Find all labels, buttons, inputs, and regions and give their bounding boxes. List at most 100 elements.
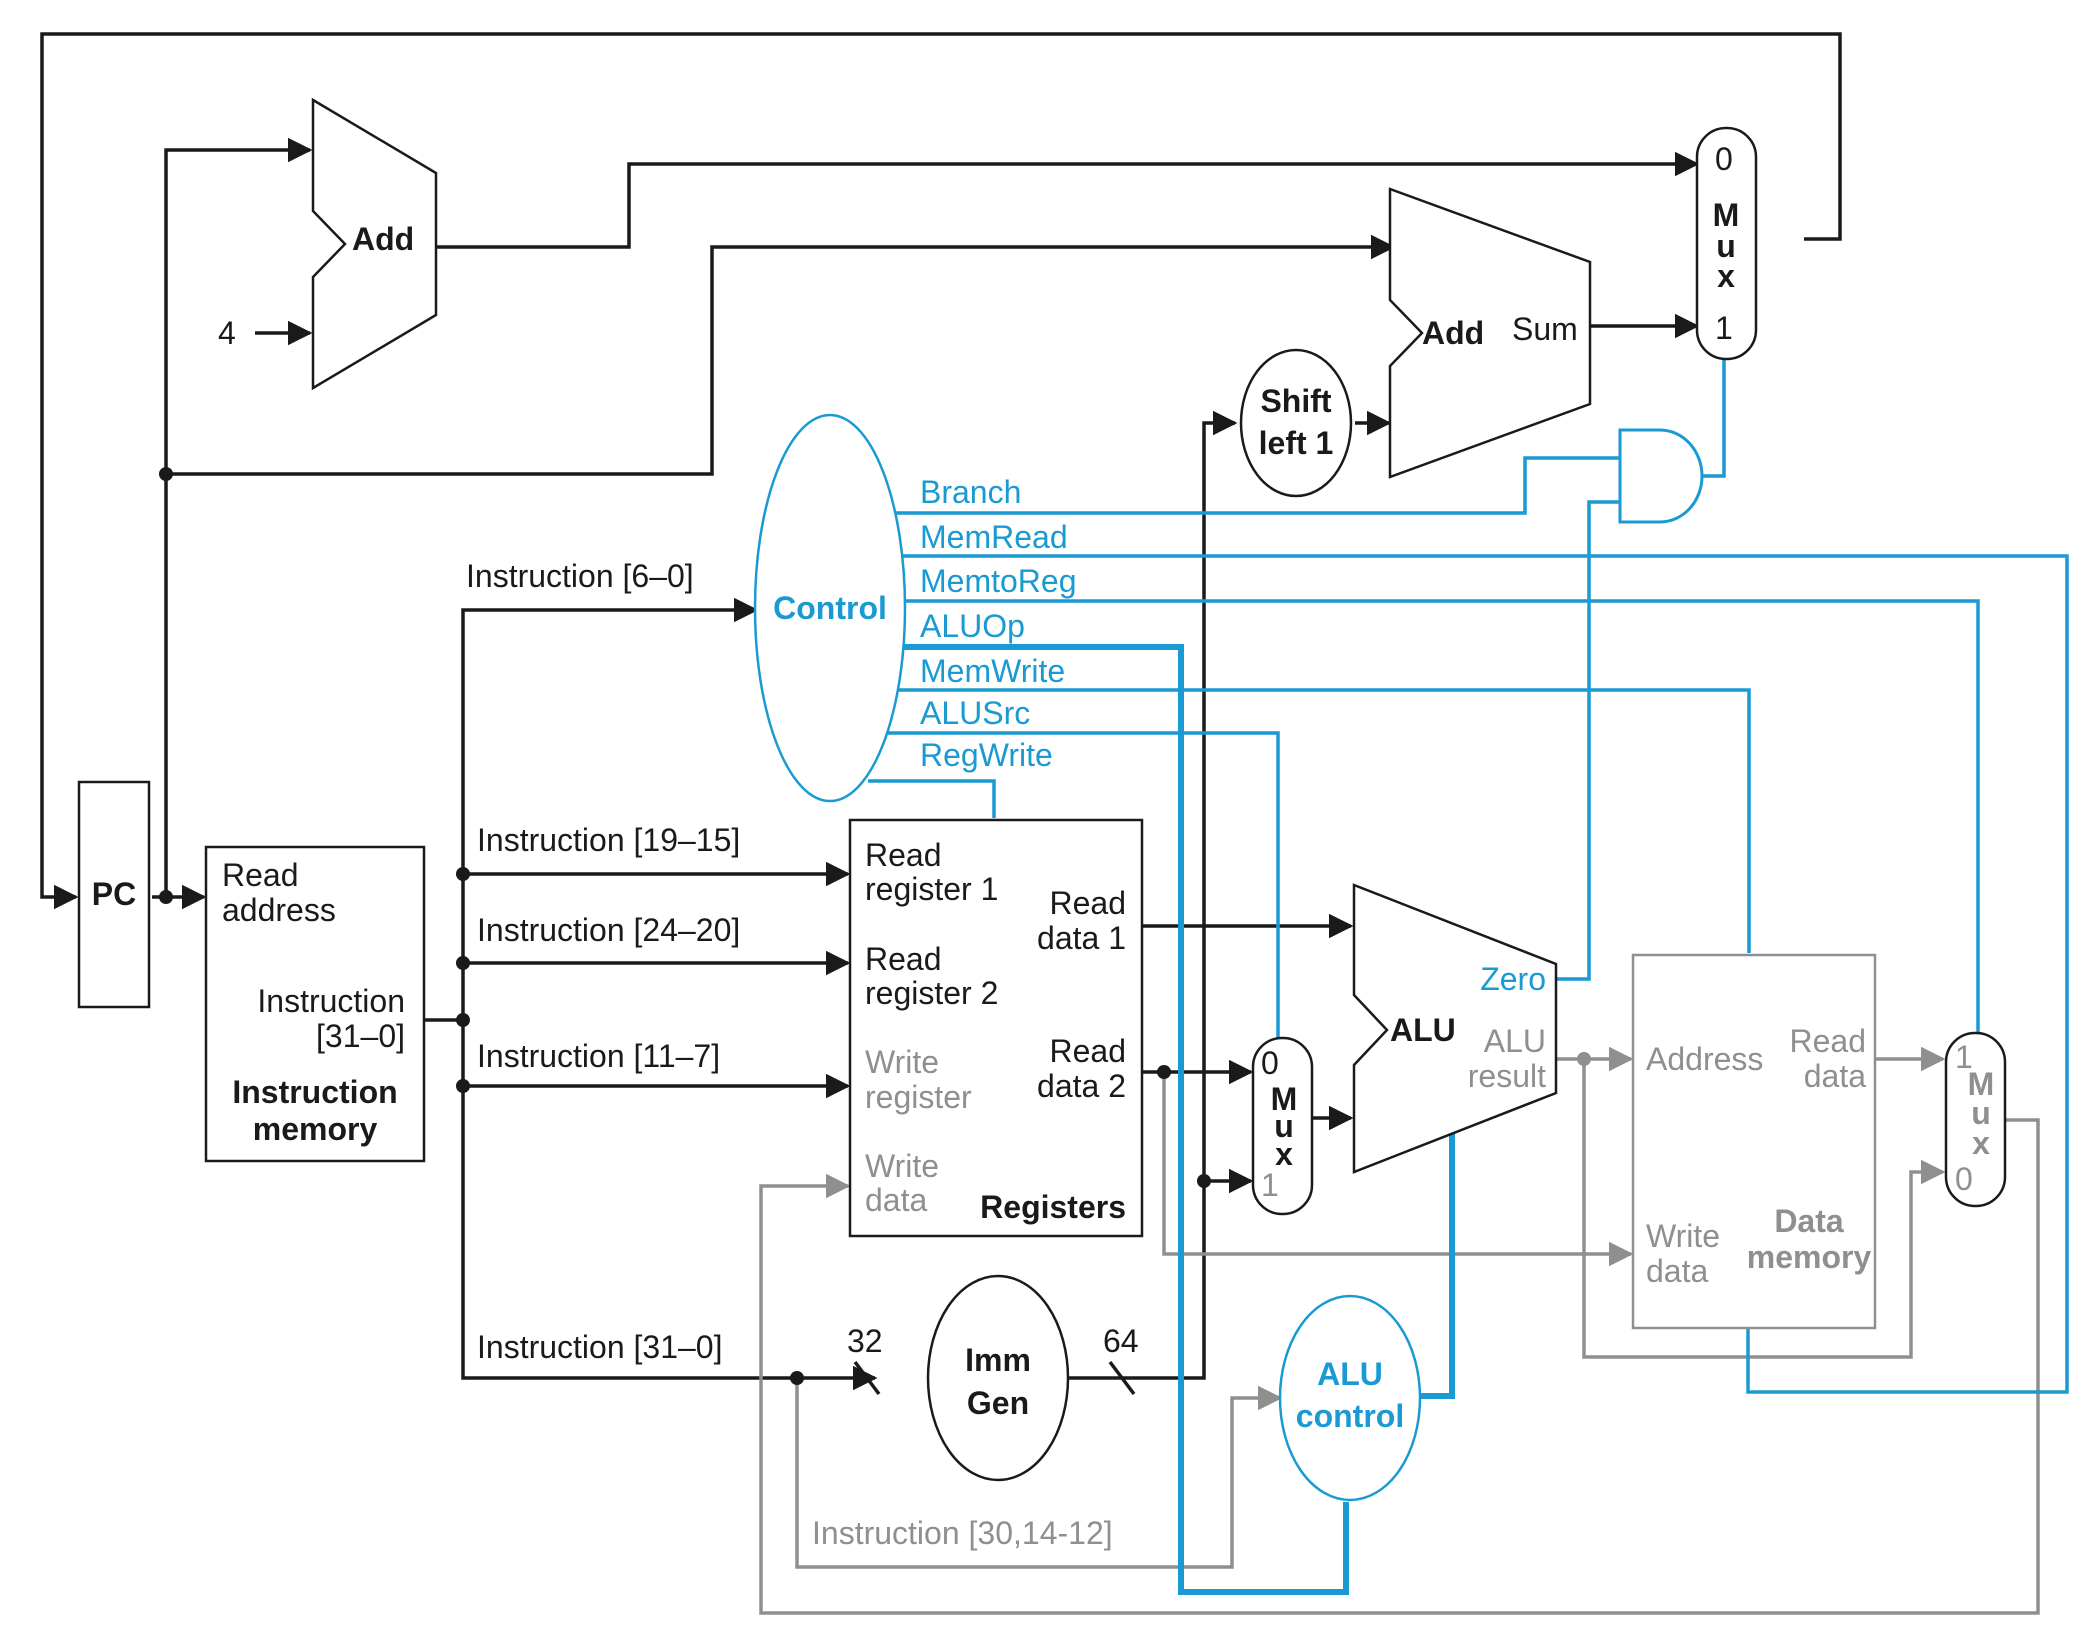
shift-left-unit bbox=[1239, 348, 1353, 498]
junction-dot bbox=[790, 1371, 804, 1385]
signal-memread: MemRead bbox=[920, 519, 1068, 555]
wire-and-out bbox=[1702, 359, 1726, 478]
junction-dot bbox=[1157, 1065, 1171, 1079]
const-4-label: 4 bbox=[218, 315, 236, 351]
wire-jump-feedback bbox=[40, 32, 1842, 910]
wire-memread bbox=[895, 554, 2069, 1394]
imem-title-1: Instruction bbox=[232, 1074, 397, 1110]
wire-func-fields bbox=[795, 1378, 1283, 1569]
mux-top bbox=[1695, 126, 1758, 361]
wire-alu-result-bypass bbox=[1582, 1059, 1946, 1359]
alu-control-2: control bbox=[1296, 1398, 1404, 1434]
gray-wires bbox=[759, 1046, 2040, 1615]
wire-pc-to-branch-add bbox=[166, 234, 1396, 476]
wire-memtoreg bbox=[895, 599, 1980, 1033]
mux-top-m: M bbox=[1713, 197, 1740, 233]
reg-wd-b: data bbox=[865, 1182, 927, 1218]
reg-rr1-b: register 1 bbox=[865, 871, 998, 907]
wire-aluop bbox=[895, 644, 1349, 1595]
shift-label-2: left 1 bbox=[1259, 425, 1334, 461]
dmem-title-2: memory bbox=[1747, 1239, 1872, 1275]
reg-rd2-b: data 2 bbox=[1037, 1068, 1126, 1104]
mux-mem-in0: 0 bbox=[1955, 1161, 1973, 1197]
wire-regwrite bbox=[868, 779, 996, 818]
alu bbox=[1352, 883, 1558, 1174]
field-rs2: Instruction [24–20] bbox=[477, 912, 740, 948]
imem-read-address-2: address bbox=[222, 892, 336, 928]
reg-title: Registers bbox=[980, 1189, 1126, 1225]
reg-rr1-a: Read bbox=[865, 837, 942, 873]
imm-width-32: 32 bbox=[847, 1323, 883, 1359]
reg-rd1-b: data 1 bbox=[1037, 920, 1126, 956]
mux-alu-in0: 0 bbox=[1261, 1045, 1279, 1081]
reg-rr2-b: register 2 bbox=[865, 975, 998, 1011]
dmem-address: Address bbox=[1646, 1041, 1763, 1077]
field-op: Instruction [6–0] bbox=[466, 558, 694, 594]
mux-alu-m: M bbox=[1271, 1081, 1298, 1117]
mux-top-in1: 1 bbox=[1715, 310, 1733, 346]
register-file bbox=[848, 818, 1144, 1238]
alu-control-unit bbox=[1278, 1294, 1422, 1502]
junction-dot bbox=[1197, 1174, 1211, 1188]
reg-wr-b: register bbox=[865, 1079, 972, 1115]
pc-label: PC bbox=[92, 876, 136, 912]
wire-pc-plus-4 bbox=[436, 151, 1700, 249]
alu-result-1: ALU bbox=[1484, 1023, 1546, 1059]
alu-label: ALU bbox=[1390, 1012, 1456, 1048]
wire-zero bbox=[1556, 500, 1620, 981]
add-branch-sum: Sum bbox=[1512, 311, 1578, 347]
imem-instruction-2: [31–0] bbox=[316, 1018, 405, 1054]
shift-label-1: Shift bbox=[1260, 383, 1331, 419]
imm-gen-1: Imm bbox=[965, 1342, 1031, 1378]
mux-top-x: x bbox=[1717, 258, 1735, 294]
signal-branch: Branch bbox=[920, 474, 1021, 510]
control-wires bbox=[868, 359, 2069, 1595]
wire-instr-op bbox=[461, 597, 759, 1020]
alu-result-2: result bbox=[1468, 1058, 1546, 1094]
data-memory bbox=[1631, 953, 1877, 1330]
pc-register bbox=[77, 780, 151, 1009]
imem-instruction-1: Instruction bbox=[257, 983, 405, 1019]
mux-mem-x: x bbox=[1972, 1125, 1990, 1161]
junction-dot-gray bbox=[1577, 1052, 1591, 1066]
alu-zero: Zero bbox=[1480, 961, 1546, 997]
reg-wr-a: Write bbox=[865, 1044, 939, 1080]
reg-rd2-a: Read bbox=[1050, 1033, 1127, 1069]
field-rs1: Instruction [19–15] bbox=[477, 822, 740, 858]
imm-width-64: 64 bbox=[1103, 1323, 1139, 1359]
add-pc-adder bbox=[311, 97, 438, 391]
wire-write-data bbox=[1162, 1072, 1634, 1267]
add-branch-label: Add bbox=[1422, 315, 1484, 351]
tick-32 bbox=[853, 1360, 881, 1396]
junction-dot bbox=[159, 467, 173, 481]
imem-title-2: memory bbox=[253, 1111, 378, 1147]
instruction-memory bbox=[204, 845, 426, 1163]
imm-gen-2: Gen bbox=[967, 1385, 1029, 1421]
junction-dot bbox=[456, 956, 470, 970]
mux-mem-m: M bbox=[1968, 1066, 1995, 1102]
black-wires bbox=[40, 32, 1842, 1396]
signal-aluop: ALUOp bbox=[920, 608, 1025, 644]
mux-mem-in1: 1 bbox=[1955, 1039, 1973, 1075]
wire-imm-out bbox=[1068, 410, 1238, 1380]
add-branch-adder bbox=[1388, 187, 1592, 479]
control-unit bbox=[753, 413, 907, 803]
reg-rr2-a: Read bbox=[865, 941, 942, 977]
reg-rd1-a: Read bbox=[1050, 885, 1127, 921]
alu-control-1: ALU bbox=[1317, 1356, 1383, 1392]
branch-and-gate bbox=[1618, 428, 1704, 524]
wire-alusrc bbox=[888, 731, 1280, 1038]
junction-dot bbox=[456, 1079, 470, 1093]
mux-alu-x: x bbox=[1275, 1136, 1293, 1172]
signal-memtoreg: MemtoReg bbox=[920, 563, 1077, 599]
dmem-title-1: Data bbox=[1774, 1203, 1844, 1239]
junction-dot bbox=[456, 867, 470, 881]
reg-wd-a: Write bbox=[865, 1148, 939, 1184]
mux-alu-u: u bbox=[1274, 1108, 1294, 1144]
junction-dot bbox=[159, 890, 173, 904]
signal-memwrite: MemWrite bbox=[920, 653, 1065, 689]
mux-mem-u: u bbox=[1971, 1095, 1991, 1131]
control-label: Control bbox=[773, 590, 887, 626]
field-rd: Instruction [11–7] bbox=[477, 1038, 720, 1074]
